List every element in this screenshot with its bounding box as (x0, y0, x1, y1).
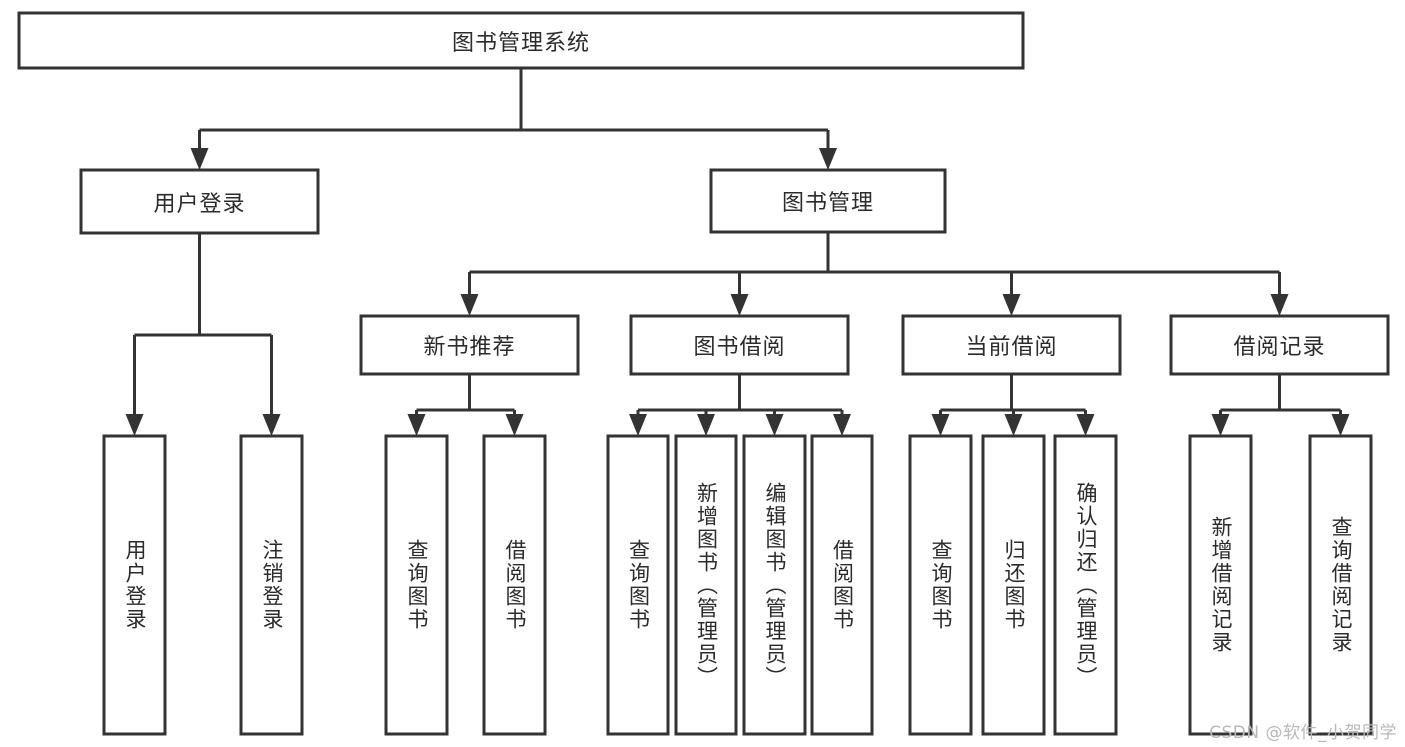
arrow-head-leaf-add-book (697, 414, 715, 436)
node-box-leaf-user-login[interactable] (102, 434, 167, 736)
node-box-leaf-query-book-2[interactable] (606, 434, 670, 736)
arrow-head-borrow-record (1270, 294, 1289, 316)
node-box-leaf-query-book-3[interactable] (908, 434, 973, 736)
arrow-head-leaf-borrow-book-2 (833, 414, 851, 436)
node-box-leaf-borrow-book-2[interactable] (810, 434, 874, 736)
node-box-book-borrow[interactable] (629, 314, 850, 376)
node-box-leaf-edit-book[interactable] (742, 434, 807, 736)
node-box-book-manage[interactable] (709, 168, 947, 234)
arrow-head-leaf-query-book-1 (407, 414, 426, 436)
node-box-root[interactable] (17, 11, 1025, 70)
arrow-head-leaf-return-book (1004, 414, 1023, 436)
node-box-leaf-add-record[interactable] (1188, 434, 1253, 736)
node-box-leaf-query-book-1[interactable] (384, 434, 449, 736)
connector-group (125, 68, 1350, 436)
arrow-head-new-book-rec (460, 294, 479, 316)
node-box-user-login[interactable] (79, 168, 320, 235)
node-box-leaf-return-book[interactable] (981, 434, 1046, 736)
node-box-borrow-record[interactable] (1169, 314, 1390, 376)
arrow-head-leaf-query-book-3 (931, 414, 950, 436)
arrow-head-book-borrow (730, 294, 749, 316)
arrow-head-leaf-user-logout (262, 414, 281, 436)
arrow-head-leaf-user-login (125, 414, 144, 436)
arrow-head-leaf-edit-book (765, 414, 784, 436)
arrow-head-leaf-query-record (1331, 414, 1350, 436)
arrow-head-leaf-confirm-return (1076, 414, 1095, 436)
node-box-leaf-borrow-book-1[interactable] (482, 434, 547, 736)
node-box-leaf-query-record[interactable] (1308, 434, 1373, 736)
node-box-current-borrow[interactable] (901, 314, 1122, 376)
arrow-head-current-borrow (1002, 294, 1021, 316)
arrow-head-leaf-borrow-book-1 (505, 414, 524, 436)
node-box-group (17, 11, 1390, 736)
node-box-leaf-confirm-return[interactable] (1053, 434, 1118, 736)
node-box-new-book-rec[interactable] (359, 314, 580, 376)
arrow-head-user-login (190, 148, 209, 170)
node-box-leaf-add-book[interactable] (674, 434, 738, 736)
arrow-head-leaf-add-record (1211, 414, 1230, 436)
arrow-head-leaf-query-book-2 (629, 414, 647, 436)
arrow-head-book-manage (819, 148, 837, 170)
node-box-leaf-user-logout[interactable] (239, 434, 304, 736)
